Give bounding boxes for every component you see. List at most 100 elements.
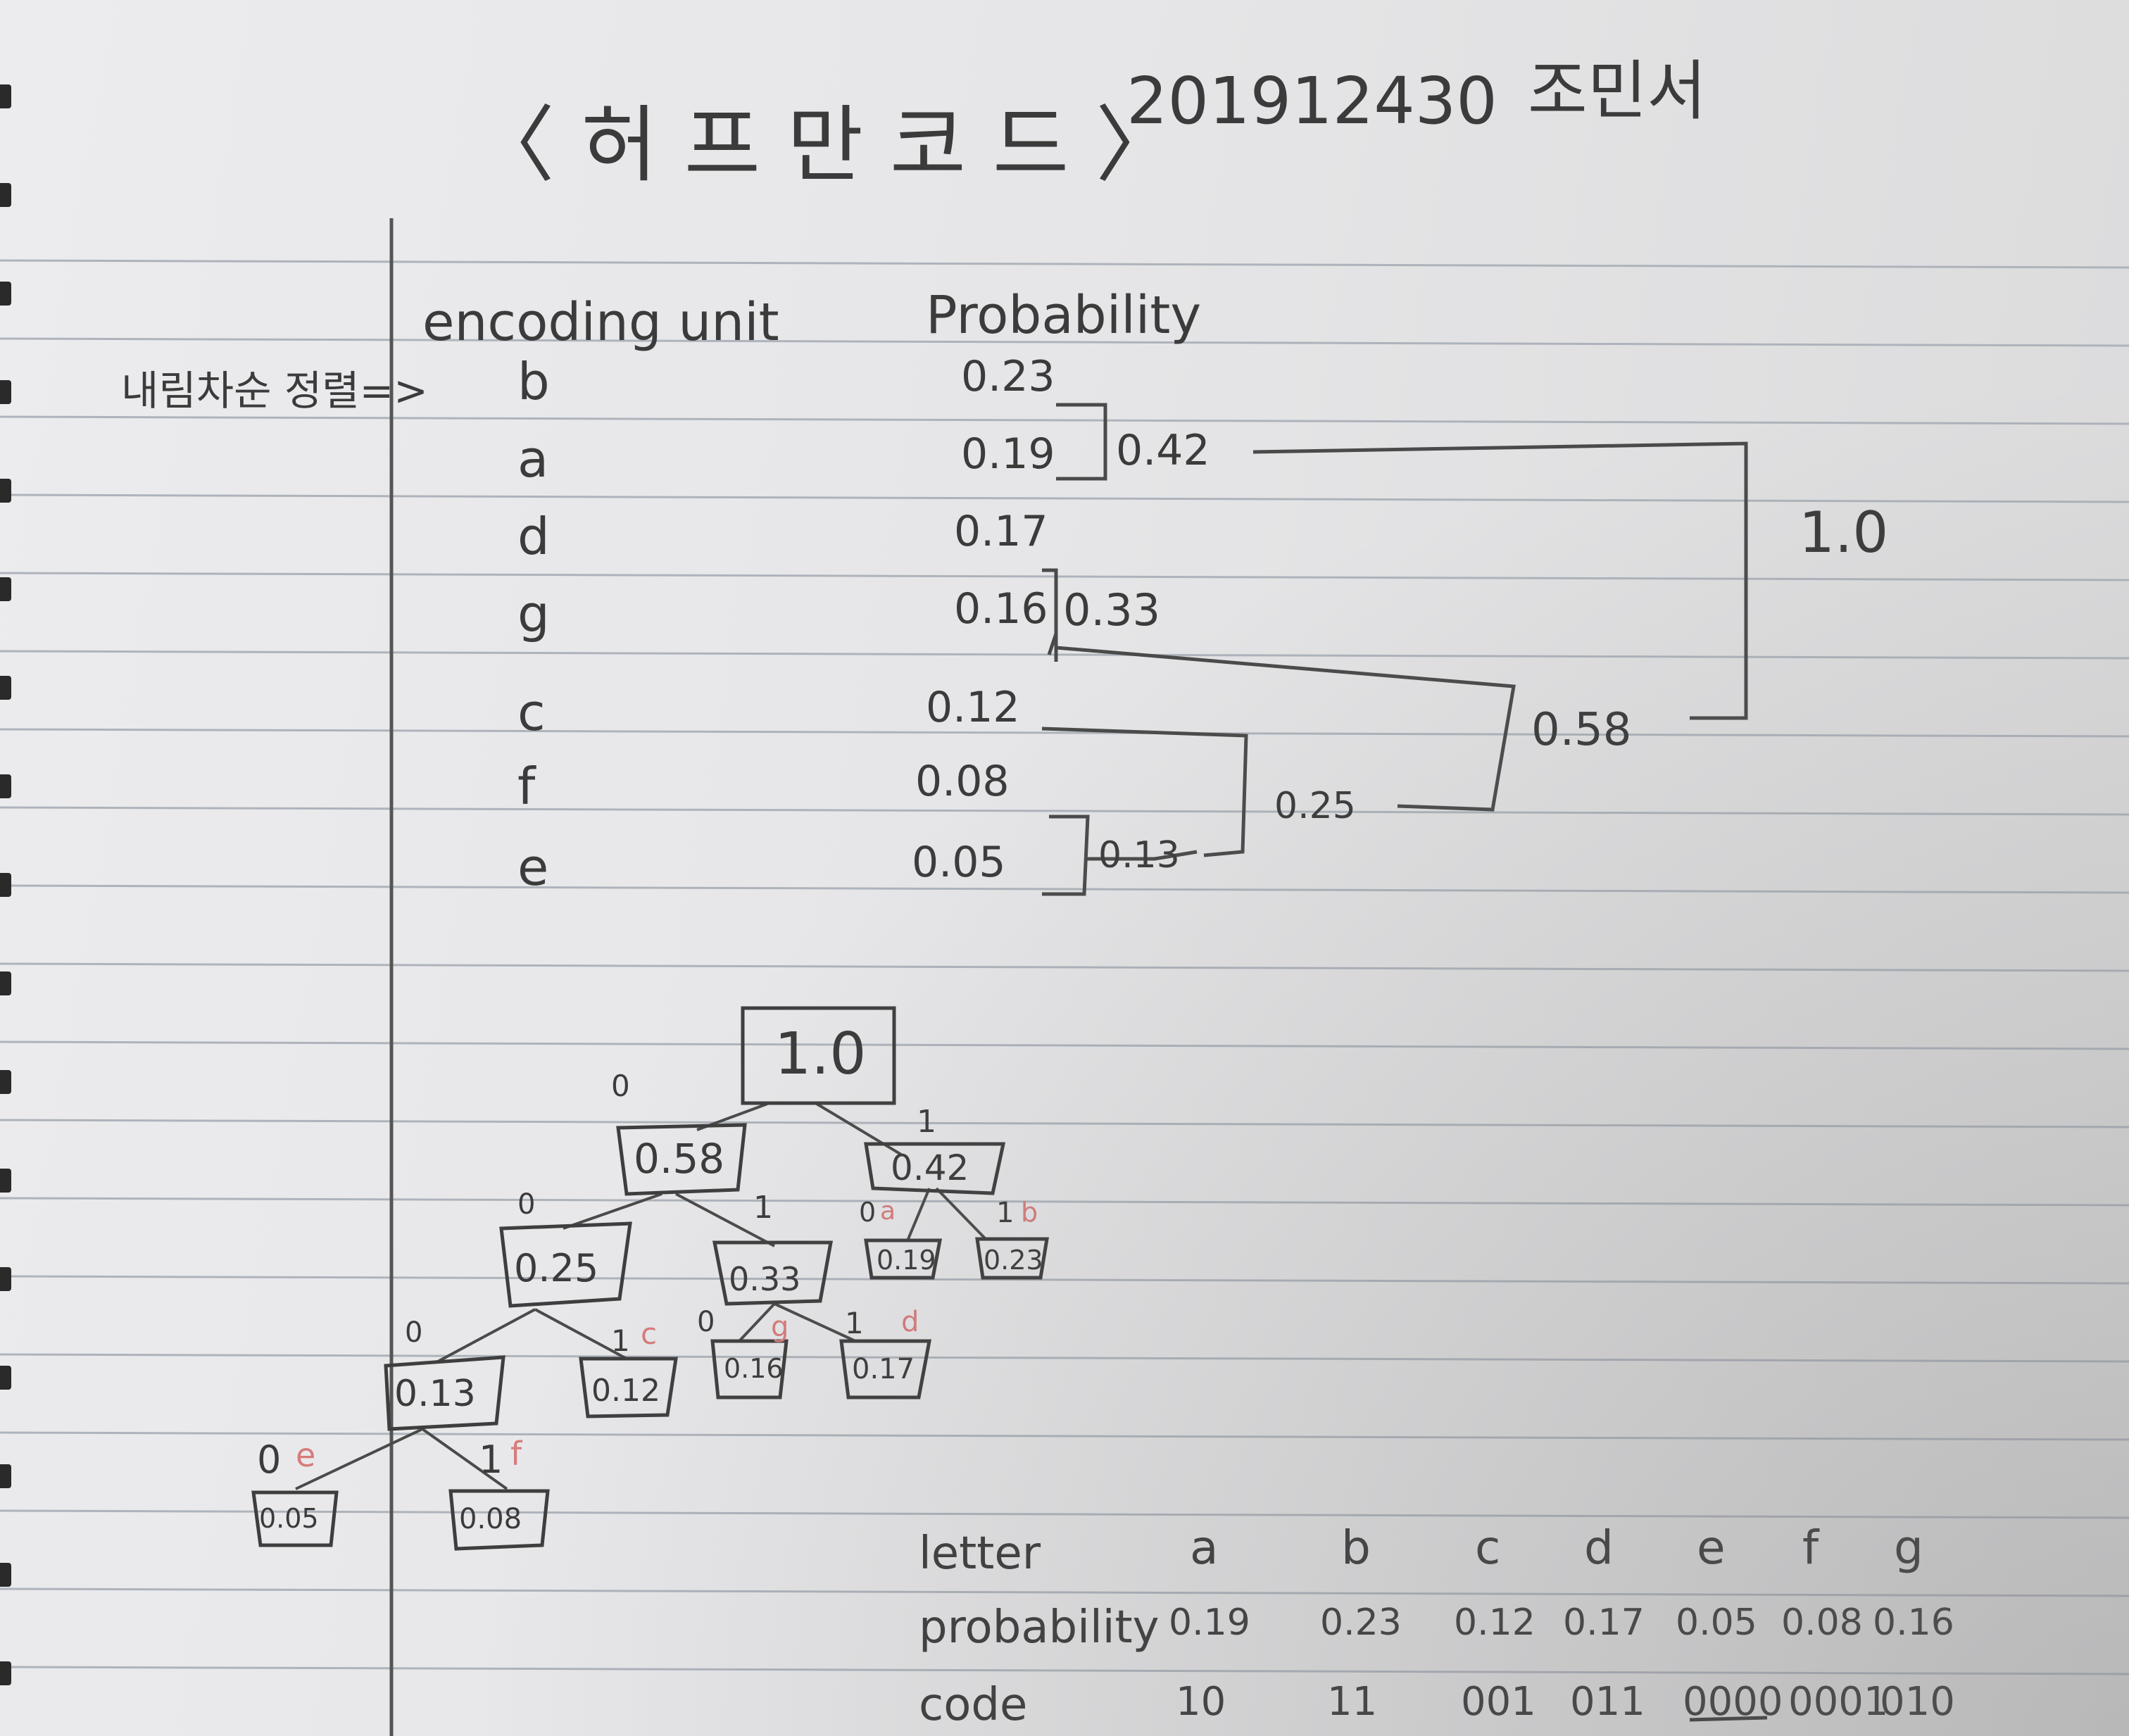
ruled-lines	[0, 259, 2129, 1675]
spiral-hole	[0, 1661, 11, 1685]
spiral-hole	[0, 577, 11, 601]
summary-code: 011	[1570, 1679, 1645, 1725]
ruled-line	[0, 259, 2129, 269]
branch-bit: 0	[257, 1438, 282, 1482]
branch-bit: 1	[917, 1104, 936, 1140]
spiral-hole	[0, 1366, 11, 1390]
encoding-unit-d: d	[517, 507, 550, 566]
branch-bit: 0	[611, 1069, 630, 1103]
header-probability: Probability	[926, 285, 1202, 346]
summary-code: 0001	[1788, 1679, 1889, 1725]
encoding-unit-b: b	[517, 352, 550, 411]
tree-node-value: 0.08	[459, 1503, 522, 1535]
branch-bit: 1	[753, 1190, 773, 1226]
spiral-hole	[0, 1464, 11, 1488]
summary-code: 010	[1880, 1679, 1955, 1725]
summary-code: 0000	[1683, 1679, 1783, 1725]
tree-node-value: 0.05	[259, 1503, 319, 1534]
ruled-line	[0, 337, 2129, 347]
tree-node-value: 0.17	[852, 1353, 915, 1385]
branch-bit: 0	[697, 1306, 715, 1338]
ruled-line	[0, 884, 2129, 894]
leaf-letter: g	[771, 1311, 789, 1343]
summary-row-label: code	[919, 1679, 1028, 1731]
merge-value: 0.25	[1274, 785, 1356, 827]
ruled-line	[0, 806, 2129, 816]
summary-row-label: letter	[919, 1528, 1041, 1580]
leaf-letter: d	[901, 1306, 919, 1338]
summary-code: 10	[1176, 1679, 1226, 1725]
page-title: 〈 허 프 만 코 드 〉	[472, 96, 1179, 194]
summary-probability: 0.16	[1873, 1602, 1954, 1644]
spiral-hole	[0, 1267, 11, 1291]
tree-node-value: 0.42	[891, 1147, 969, 1188]
summary-code: 001	[1461, 1679, 1536, 1725]
tree-node-value: 0.23	[984, 1245, 1043, 1276]
ruled-line	[0, 1119, 2129, 1128]
spiral-hole	[0, 1563, 11, 1587]
summary-letter: e	[1697, 1521, 1726, 1575]
sort-note: 내림차순 정렬=>	[121, 367, 428, 415]
summary-probability: 0.23	[1320, 1602, 1402, 1644]
encoding-unit-e: e	[517, 838, 549, 897]
spiral-hole	[0, 1070, 11, 1094]
ruled-line	[0, 572, 2129, 581]
summary-probability: 0.12	[1454, 1602, 1535, 1644]
ruled-line	[0, 1197, 2129, 1207]
branch-bit: 1	[479, 1438, 503, 1482]
tree-node-value: 0.33	[729, 1260, 801, 1298]
spiral-hole	[0, 282, 11, 306]
ruled-line	[0, 415, 2129, 425]
spiral-hole	[0, 479, 11, 503]
ruled-line	[0, 1509, 2129, 1519]
tree-node-value: 0.25	[514, 1246, 599, 1290]
ruled-line	[0, 1353, 2129, 1363]
summary-letter: b	[1341, 1521, 1371, 1575]
leaf-letter: e	[296, 1436, 316, 1474]
merge-value: 0.58	[1531, 704, 1632, 756]
code-underline	[1689, 1716, 1768, 1722]
branch-bit: 1	[845, 1306, 864, 1340]
tree-node-value: 0.19	[877, 1245, 936, 1276]
probability-b: 0.23	[961, 352, 1055, 401]
encoding-unit-g: g	[517, 584, 550, 643]
probability-f: 0.08	[915, 757, 1010, 806]
spiral-hole	[0, 1169, 11, 1193]
ruled-line	[0, 1431, 2129, 1441]
tree-node-value: 0.13	[394, 1373, 476, 1415]
spiral-hole	[0, 873, 11, 897]
probability-g: 0.16	[954, 584, 1048, 634]
branch-bit: 1	[996, 1197, 1015, 1229]
tree-node-value: 0.12	[591, 1373, 660, 1409]
leaf-letter: a	[880, 1197, 896, 1226]
branch-bit: 0	[405, 1316, 423, 1349]
probability-d: 0.17	[954, 507, 1048, 556]
merge-value: 0.33	[1063, 584, 1161, 636]
summary-probability: 0.05	[1676, 1602, 1757, 1644]
spiral-hole	[0, 774, 11, 798]
tree-node-value: 0.16	[724, 1353, 784, 1384]
summary-letter: d	[1584, 1521, 1614, 1575]
spiral-hole	[0, 183, 11, 207]
student-id: 201912430	[1126, 63, 1497, 139]
summary-letter: g	[1894, 1521, 1923, 1575]
summary-letter: a	[1190, 1521, 1219, 1575]
probability-e: 0.05	[912, 838, 1006, 887]
summary-probability: 0.08	[1781, 1602, 1863, 1644]
encoding-unit-f: f	[517, 757, 536, 816]
tree-edges	[295, 1102, 987, 1490]
ruled-line	[0, 1666, 2129, 1675]
merge-value: 0.13	[1098, 834, 1180, 876]
summary-probability: 0.17	[1563, 1602, 1645, 1644]
ruled-line	[0, 1587, 2129, 1597]
leaf-letter: f	[510, 1435, 522, 1473]
spiral-hole	[0, 676, 11, 700]
merge-value: 0.42	[1116, 426, 1210, 475]
leaf-letter: c	[641, 1316, 658, 1351]
ruled-line	[0, 650, 2129, 660]
probability-a: 0.19	[961, 429, 1055, 479]
tree-node-value: 1.0	[774, 1021, 867, 1088]
summary-letter: c	[1475, 1521, 1501, 1575]
